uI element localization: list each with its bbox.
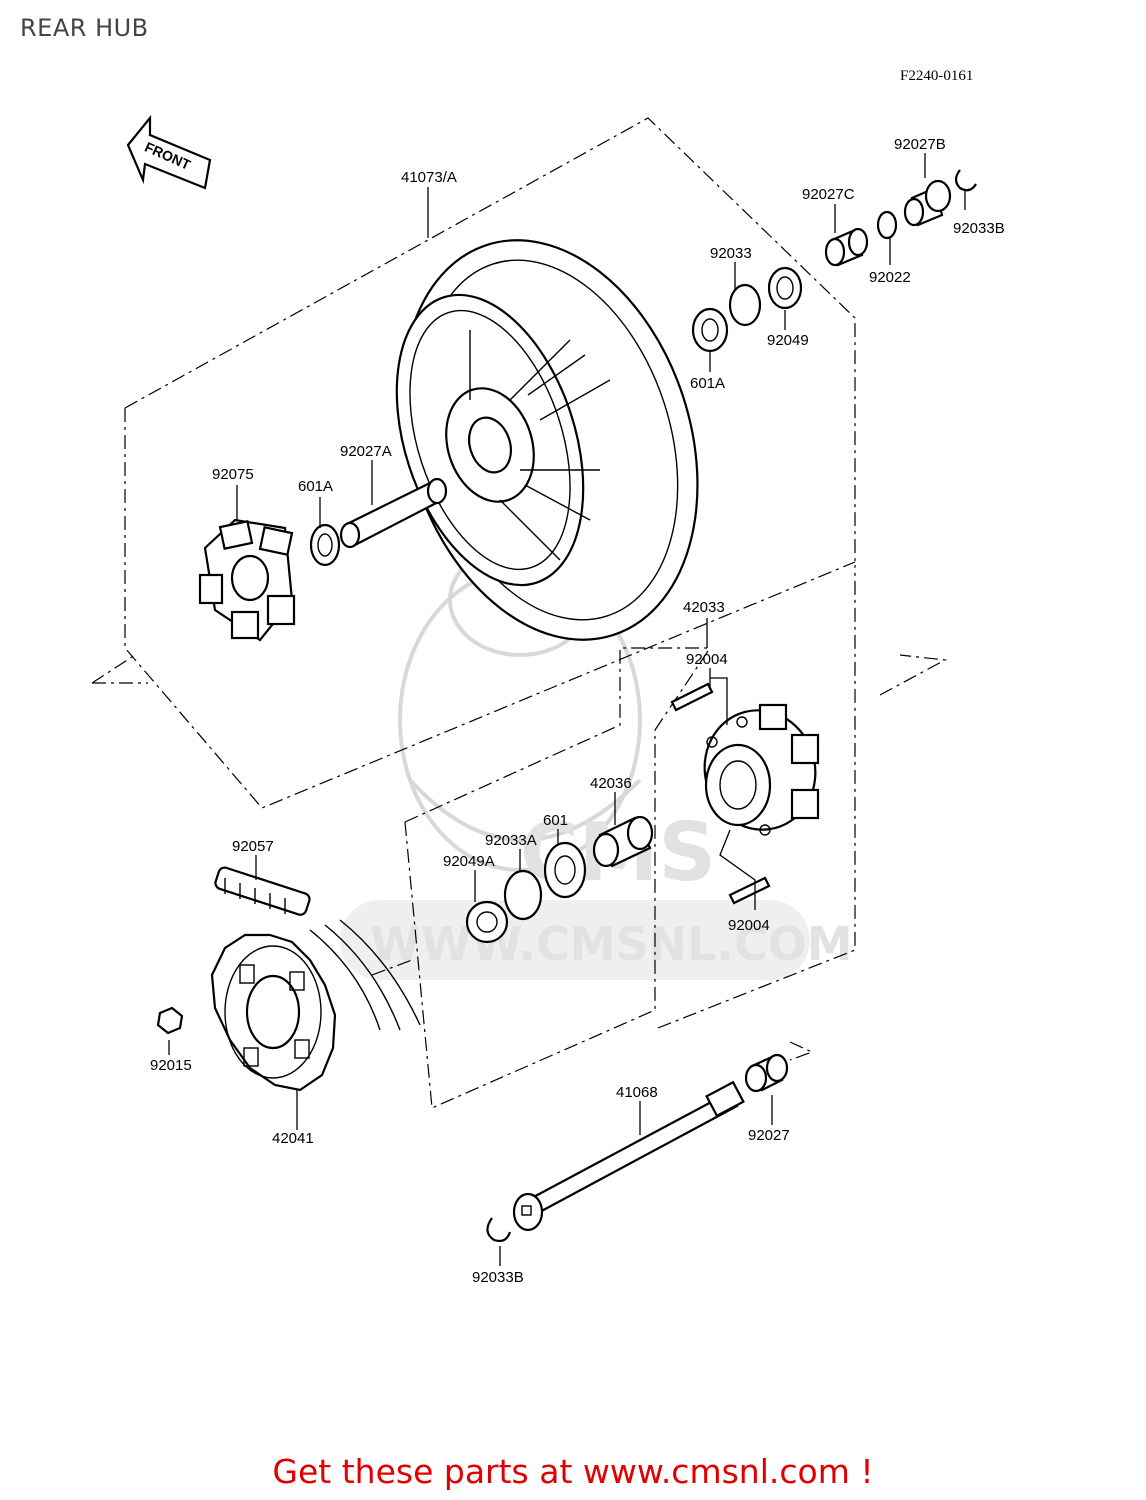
page-title: REAR HUB (20, 14, 149, 42)
axle-outline-mark (789, 1041, 814, 1061)
collar-42036 (592, 815, 654, 868)
circlip-92033b-bottom (486, 1217, 512, 1243)
rear-axle (512, 1080, 745, 1232)
label-92027: 92027 (748, 1127, 790, 1144)
label-92049a: 92049A (443, 853, 495, 870)
bearing-601 (543, 841, 587, 899)
rear-wheel (395, 239, 699, 641)
label-601: 601 (543, 812, 568, 829)
label-601a-left: 601A (298, 478, 333, 495)
footer-promo-link[interactable]: Get these parts at www.cmsnl.com ! (272, 1452, 874, 1491)
stud-92004-bottom (728, 876, 771, 905)
label-92027b: 92027B (894, 136, 946, 153)
diagram-code: F2240-0161 (900, 68, 974, 84)
sprocket-coupling (703, 703, 820, 836)
collar-92027 (744, 1053, 789, 1093)
label-42036: 42036 (590, 775, 632, 792)
circlip-92033a (503, 869, 543, 921)
circlip-92033 (728, 283, 762, 327)
label-92004-bottom: 92004 (728, 917, 770, 934)
collar-92027b (903, 179, 952, 227)
label-42041: 42041 (272, 1130, 314, 1147)
oring-92022 (876, 210, 898, 240)
label-92033: 92033 (710, 245, 752, 262)
collar-92027c (824, 227, 869, 267)
seal-92049a (465, 900, 509, 944)
drive-chain (214, 866, 421, 1031)
hub-assembly-outline (371, 565, 856, 1109)
wheel-assembly-outline (91, 117, 947, 809)
front-arrow-icon: FRONT (126, 114, 212, 190)
bearing-601a-left (309, 523, 341, 567)
label-92022: 92022 (869, 269, 911, 286)
label-92027c: 92027C (802, 186, 855, 203)
label-92004-top: 92004 (686, 651, 728, 668)
seal-92049 (767, 266, 803, 310)
label-92027a: 92027A (340, 443, 392, 460)
hub-damper (198, 518, 296, 642)
label-601a-right: 601A (690, 375, 725, 392)
label-41068: 41068 (616, 1084, 658, 1101)
leader-lines (168, 153, 966, 1266)
bearing-601a-right (691, 307, 729, 353)
nut-92015 (156, 1006, 184, 1035)
label-42033: 42033 (683, 599, 725, 616)
stud-92004-top (670, 682, 714, 712)
rear-sprocket (210, 933, 337, 1092)
part-labels: 41073/A 92027B 92027C 92033B 92022 92033… (150, 136, 1005, 1286)
label-92075: 92075 (212, 466, 254, 483)
label-92049: 92049 (767, 332, 809, 349)
watermark: CMS WWW.CMSNL.COM (340, 543, 853, 980)
label-92033a: 92033A (485, 832, 537, 849)
label-41073a: 41073/A (401, 169, 457, 186)
label-92033b-top: 92033B (953, 220, 1005, 237)
label-92015: 92015 (150, 1057, 192, 1074)
collar-92027a (339, 477, 448, 549)
label-92057: 92057 (232, 838, 274, 855)
watermark-url: WWW.CMSNL.COM (370, 917, 853, 971)
circlip-92033b-top (954, 169, 977, 192)
label-92033b-bottom: 92033B (472, 1269, 524, 1286)
